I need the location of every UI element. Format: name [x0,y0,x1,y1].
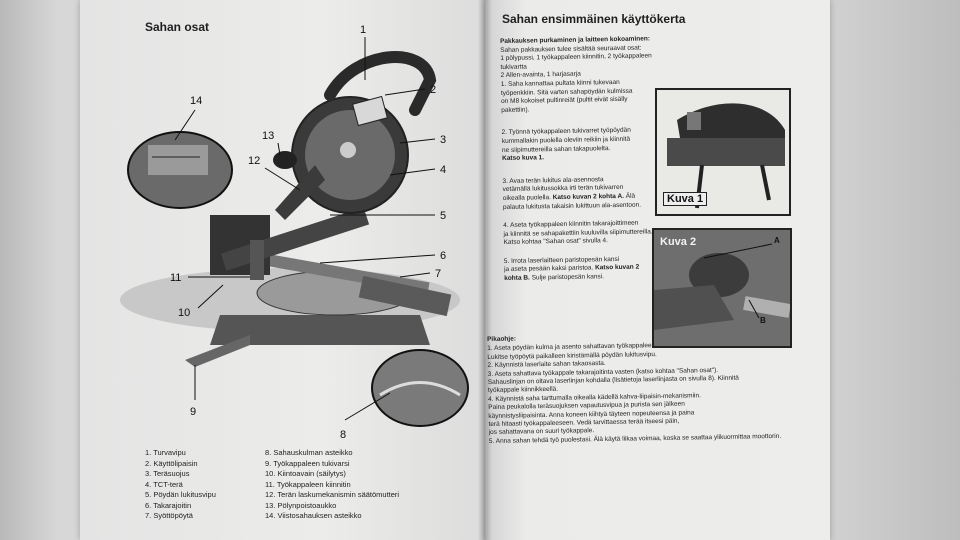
callout-2: 2 [430,84,436,96]
list-item: 2. Käyttölipaisin [145,458,198,468]
step-5: 5. Irrota laserlaitteen paristopesän kan… [504,255,664,284]
text-line: ja kiinnitä se sahapakettiin kuuluvilla … [503,228,653,238]
list-item: 4. TCT-terä [145,479,183,489]
step-2: 2. Työnnä työkappaleen tukivarret työpöy… [502,127,663,164]
text-line: ja aseta pesään kaksi paristoa. [503,264,594,274]
text-line: pakettiin). [501,106,530,114]
list-item: 9. Työkappaleen tukivarsi [265,458,350,468]
figure-reference: Katso kuvan 2 [595,264,640,272]
left-page-title: Sahan osat [145,20,210,34]
text-line: 1. Saha kannattaa pultata kiinni tukevaa… [500,78,620,88]
figure-2-callout-b: B [760,316,766,325]
saw-illustration [120,51,460,367]
figure-1-image [667,103,785,209]
text-line: työpenkkiin. Sitä varten sahapöydän kulm… [500,87,633,97]
text-line: 2 Allen-avainta, 1 harjasarja [500,70,581,80]
text-line: 3. Avaa terän lukitus ala-asennosta [502,175,604,185]
right-page-title: Sahan ensimmäinen käyttökerta [502,12,686,26]
list-item: 8. Sahauskulman asteikko [265,448,353,457]
callout-11: 11 [170,272,181,284]
list-item: 6. Takarajoitin [145,500,192,510]
assembly-instructions: Pakkauksen purkaminen ja laitteen kokoam… [500,35,664,289]
inset-circle-miter-scale [371,349,469,427]
text-line: vetämällä lukitussokka irti terän tukiva… [502,184,624,194]
figure-reference: kohta B. [504,274,530,283]
callout-3: 3 [440,134,446,146]
figure-2-photo: Kuva 2 A B [652,228,792,348]
text-line: 1 pölypussi, 1 työkappaleen kiinnitin, 2… [500,52,652,71]
figure-reference: Katso kuva 1. [502,154,545,163]
unpack-section: Pakkauksen purkaminen ja laitteen kokoam… [500,35,661,115]
callout-6: 6 [440,250,446,262]
callout-8: 8 [340,429,346,441]
figure-1-photo: Kuva 1 [655,88,791,216]
text-line: Älä [625,192,636,200]
list-item: 10. Kiintoavain (säilytys) [265,469,346,478]
text-line: kummallakin puolella oleviin reikiin ja … [501,135,631,145]
figure-reference: Katso kuvan 2 kohta A. [552,192,624,202]
text-line: oikealla puolella. [502,194,551,202]
list-item: 13. Pölynpoistoaukko [265,500,337,510]
list-item: 11. Työkappaleen kiinnitin [265,479,351,489]
figure-1-label: Kuva 1 [663,192,708,206]
list-item: 1. Turvavipu [145,448,186,457]
text-line: 2. Työnnä työkappaleen tukivarret työpöy… [501,127,631,137]
callout-4: 4 [440,164,446,176]
callout-12: 12 [248,155,260,167]
text-line: 5. Irrota laserlaitteen paristopesän kan… [503,255,620,265]
parts-list-col1: 1. Turvavipu 2. Käyttölipaisin 3. Teräsu… [145,448,216,522]
book-spine [478,0,492,540]
callout-7: 7 [435,268,441,280]
callout-14: 14 [190,95,202,107]
callout-numbers: 1 2 3 4 5 6 7 8 9 10 11 12 13 14 [170,24,446,441]
inset-circle-bevel-scale [127,131,233,209]
quick-guide: Pikaohje: 1. Aseta pöydän kulma ja asent… [487,331,789,447]
callout-leaders [174,37,436,421]
list-item: 5. Pöydän lukitusvipu [145,490,216,499]
text-line: ne siipimuttereilla sahan takapuolelta. [501,144,611,154]
callout-9: 9 [190,406,196,418]
list-item: 7. Syöttöpöytä [145,511,193,520]
saw-parts-diagram: 1 2 3 4 5 6 7 8 9 10 11 12 13 14 [120,24,469,441]
step-3: 3. Avaa terän lukitus ala-asennosta vetä… [502,175,663,212]
text-line: Katso kohtaa "Sahan osat" sivulla 4. [503,237,608,247]
list-item: 12. Terän laskumekanismin säätömutteri [265,490,400,499]
parts-list-col2: 8. Sahauskulman asteikko 9. Työkappaleen… [265,448,399,522]
list-item: 3. Teräsuojus [145,469,190,478]
callout-10: 10 [178,307,190,319]
callout-1: 1 [360,24,366,36]
step-4: 4. Aseta työkappaleen kiinnitin takarajo… [503,219,663,248]
callout-13: 13 [262,130,274,142]
text-line: palauta lukitusta takaisin lukittuun ala… [502,201,642,211]
figure-2-callout-a: A [774,236,780,245]
text-line: Sulje paristopesän kansi. [531,273,604,282]
callout-5: 5 [440,210,446,222]
figure-2-label: Kuva 2 [660,236,697,248]
list-item: 14. Viistosahauksen asteikko [265,511,362,520]
figure-2-image [654,230,790,346]
text-line: on M8 kokoiset pultinreiät (pultit eivät… [501,95,628,106]
